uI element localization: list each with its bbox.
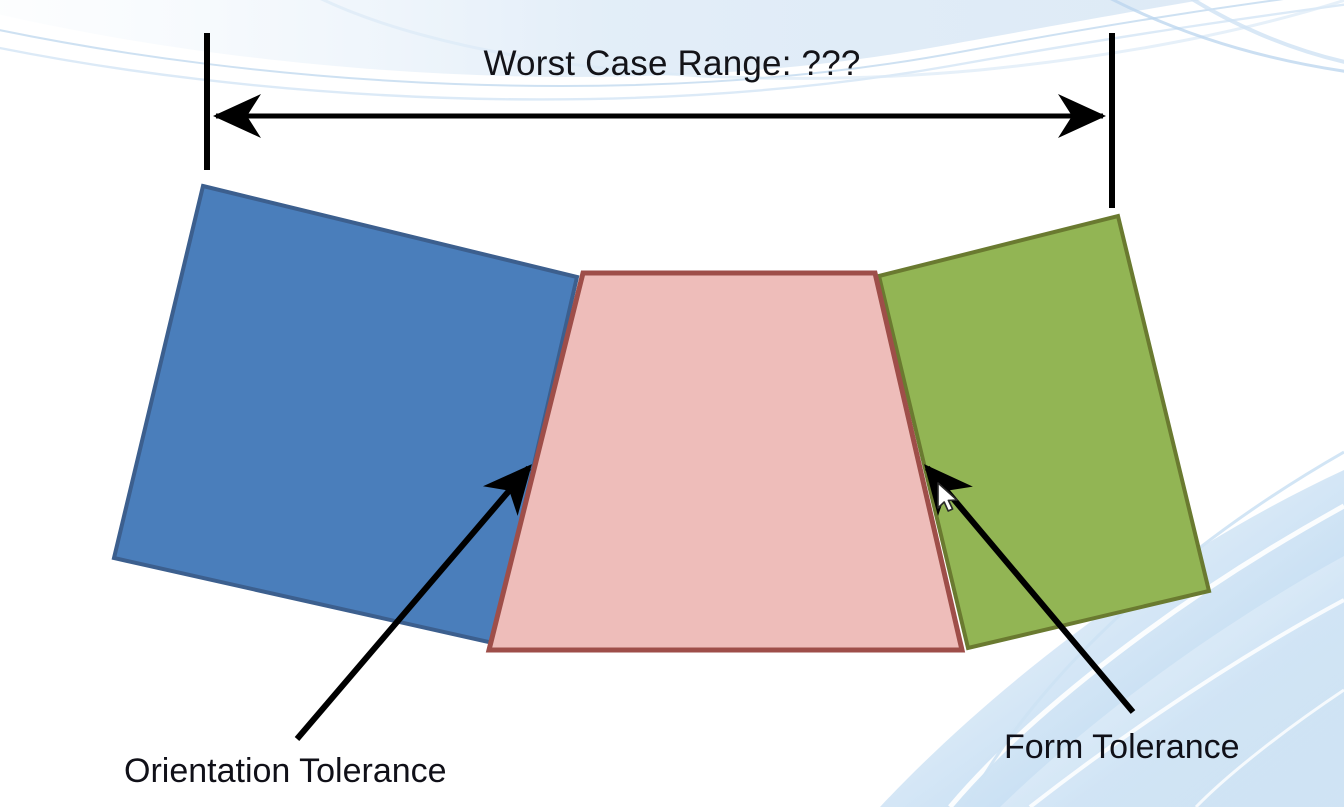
worst-case-range-label: Worst Case Range: ??? [483,44,861,83]
pink-plate [485,270,966,653]
orientation-tolerance-arrow [294,464,532,741]
green-plate [876,213,1212,651]
worst-case-dimension [204,33,1115,208]
mouse-pointer [937,482,958,512]
form-tolerance-arrow [924,464,1136,714]
form-tolerance-label: Form Tolerance [1004,728,1240,766]
orientation-tolerance-label: Orientation Tolerance [124,752,447,790]
